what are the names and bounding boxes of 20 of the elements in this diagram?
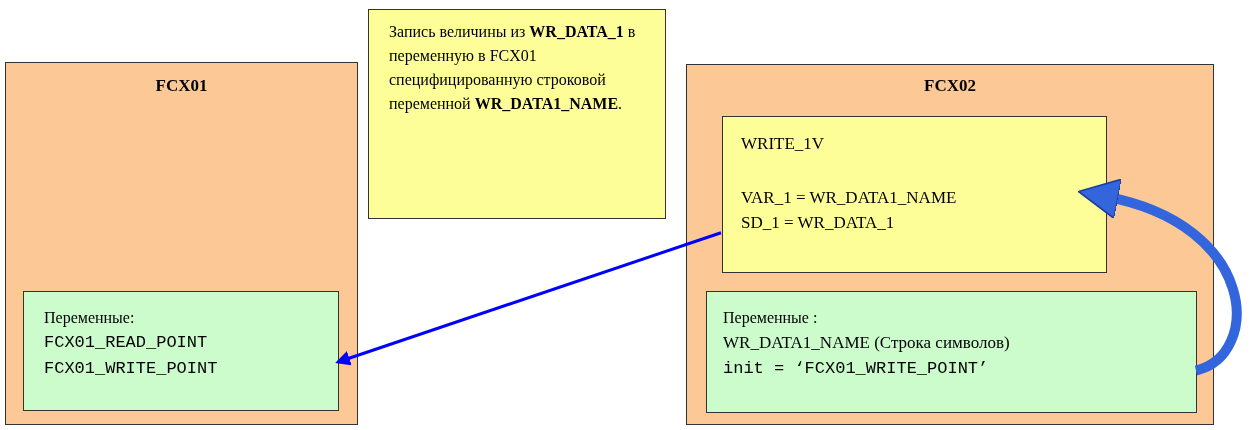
box-title: FCX02 — [923, 75, 977, 97]
box-heading: Переменные: — [44, 308, 136, 329]
block-name: WRITE_1V — [741, 133, 826, 155]
code-line: FCX01_WRITE_POINT — [44, 357, 219, 380]
code-line: FCX01_READ_POINT — [44, 332, 209, 354]
code-line: init = ‘FCX01_WRITE_POINT’ — [723, 357, 990, 380]
note-text: Запись величины из WR_DATA_1 в переменную в FCX01 специфицированную строковой переменной WR_DATA1_NAME. — [389, 22, 637, 115]
function-block-box — [722, 116, 1107, 273]
assignment-line: VAR_1 = WR_DATA1_NAME — [741, 186, 958, 209]
arrow — [1078, 179, 1242, 376]
panel-box — [686, 64, 1214, 425]
box-heading: Переменные : — [723, 308, 819, 329]
assignment-line: SD_1 = WR_DATA_1 — [741, 212, 896, 234]
note-box — [368, 9, 666, 219]
variables-box — [23, 291, 339, 411]
panel-box — [5, 62, 358, 425]
arrow — [335, 231, 722, 366]
variables-box — [706, 291, 1197, 413]
box-title: FCX01 — [154, 75, 209, 97]
variable-line: WR_DATA1_NAME (Строка символов) — [723, 332, 1011, 354]
